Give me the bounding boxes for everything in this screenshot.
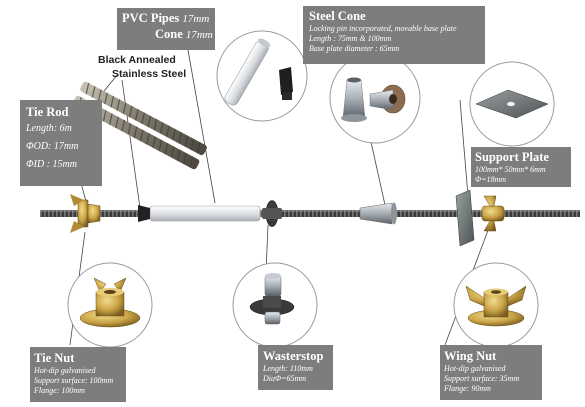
- waterstop-closeup: [232, 262, 318, 348]
- support-plate-line-2: Φ=18mm: [475, 175, 507, 184]
- support-plate-line-1: 100mm* 50mm* 6mm: [475, 165, 546, 174]
- wing-nut-line-2: Support surface: 35mm: [444, 374, 520, 383]
- waterstop-line-1: Length: 110mm: [263, 364, 313, 373]
- tie-nut-line-2: Support surface: 100mm: [34, 376, 114, 385]
- tie-nut-title: Tie Nut: [34, 351, 75, 365]
- steel-cone-title: Steel Cone: [309, 9, 366, 23]
- waterstop-title: Wasterstop: [263, 349, 324, 363]
- tie-nut-label: Tie Nut Hot-dip galvanised Support surfa…: [30, 347, 126, 402]
- main-tie-rod: [40, 200, 580, 227]
- wing-nut-label: Wing Nut Hot-dip galvanised Support surf…: [440, 345, 542, 400]
- cone-title: Cone: [155, 27, 183, 41]
- steel-cone-line-1: Locking pin incorporated, movable base p…: [309, 24, 457, 33]
- support-plate-closeup: [469, 61, 555, 147]
- steel-cone-line-2: Length : 75mm & 100mm: [309, 34, 392, 43]
- tie-nut-line-1: Hot-dip galvanised: [34, 366, 96, 375]
- wing-nut-closeup: [453, 262, 539, 348]
- waterstop-label: Wasterstop Length: 110mm DiaΦ=65mm: [258, 345, 333, 390]
- tie-nut-on-rod: [70, 194, 101, 233]
- tie-nut-closeup: [67, 262, 153, 348]
- support-plate-title: Support Plate: [475, 150, 549, 164]
- pvc-size: 17mm: [182, 13, 210, 25]
- tie-nut-line-3: Flange: 100mm: [34, 386, 85, 395]
- pvc-pipes-label: PVC Pipes 17mm Cone 17mm: [117, 8, 215, 50]
- steel-cone-line-3: Base plate diameter : 65mm: [309, 44, 400, 53]
- pvc-pipe-segment: [149, 205, 261, 222]
- steel-cone-closeup: [329, 52, 421, 144]
- material-line-1: Black Annealed: [98, 54, 176, 66]
- tie-rod-id: ΦID : 15mm: [26, 159, 77, 170]
- tie-rod-label: Tie Rod Length: 6m ΦOD: 17mm ΦID : 15mm: [20, 100, 102, 186]
- steel-cone-label: Steel Cone Locking pin incorporated, mov…: [303, 6, 485, 64]
- waterstop-line-2: DiaΦ=65mm: [263, 374, 307, 383]
- pvc-pipe-closeup: [216, 30, 308, 122]
- tie-rod-od: ΦOD: 17mm: [26, 141, 79, 152]
- cone-size: 17mm: [185, 29, 213, 41]
- wing-nut-line-1: Hot-dip galvanised: [444, 364, 506, 373]
- support-plate-and-wing-nut-on-rod: [455, 189, 505, 247]
- wing-nut-line-3: Flange: 90mm: [444, 384, 491, 393]
- support-plate-label: Support Plate 100mm* 50mm* 6mm Φ=18mm: [471, 147, 571, 187]
- material-label: Black Annealed Stainless Steel: [98, 53, 186, 81]
- tie-rod-length: Length: 6m: [26, 123, 72, 134]
- steel-cone: [359, 202, 393, 225]
- wing-nut-title: Wing Nut: [444, 349, 497, 363]
- pvc-title: PVC Pipes: [122, 11, 180, 25]
- tie-rod-title: Tie Rod: [26, 105, 69, 119]
- material-line-2: Stainless Steel: [112, 68, 187, 80]
